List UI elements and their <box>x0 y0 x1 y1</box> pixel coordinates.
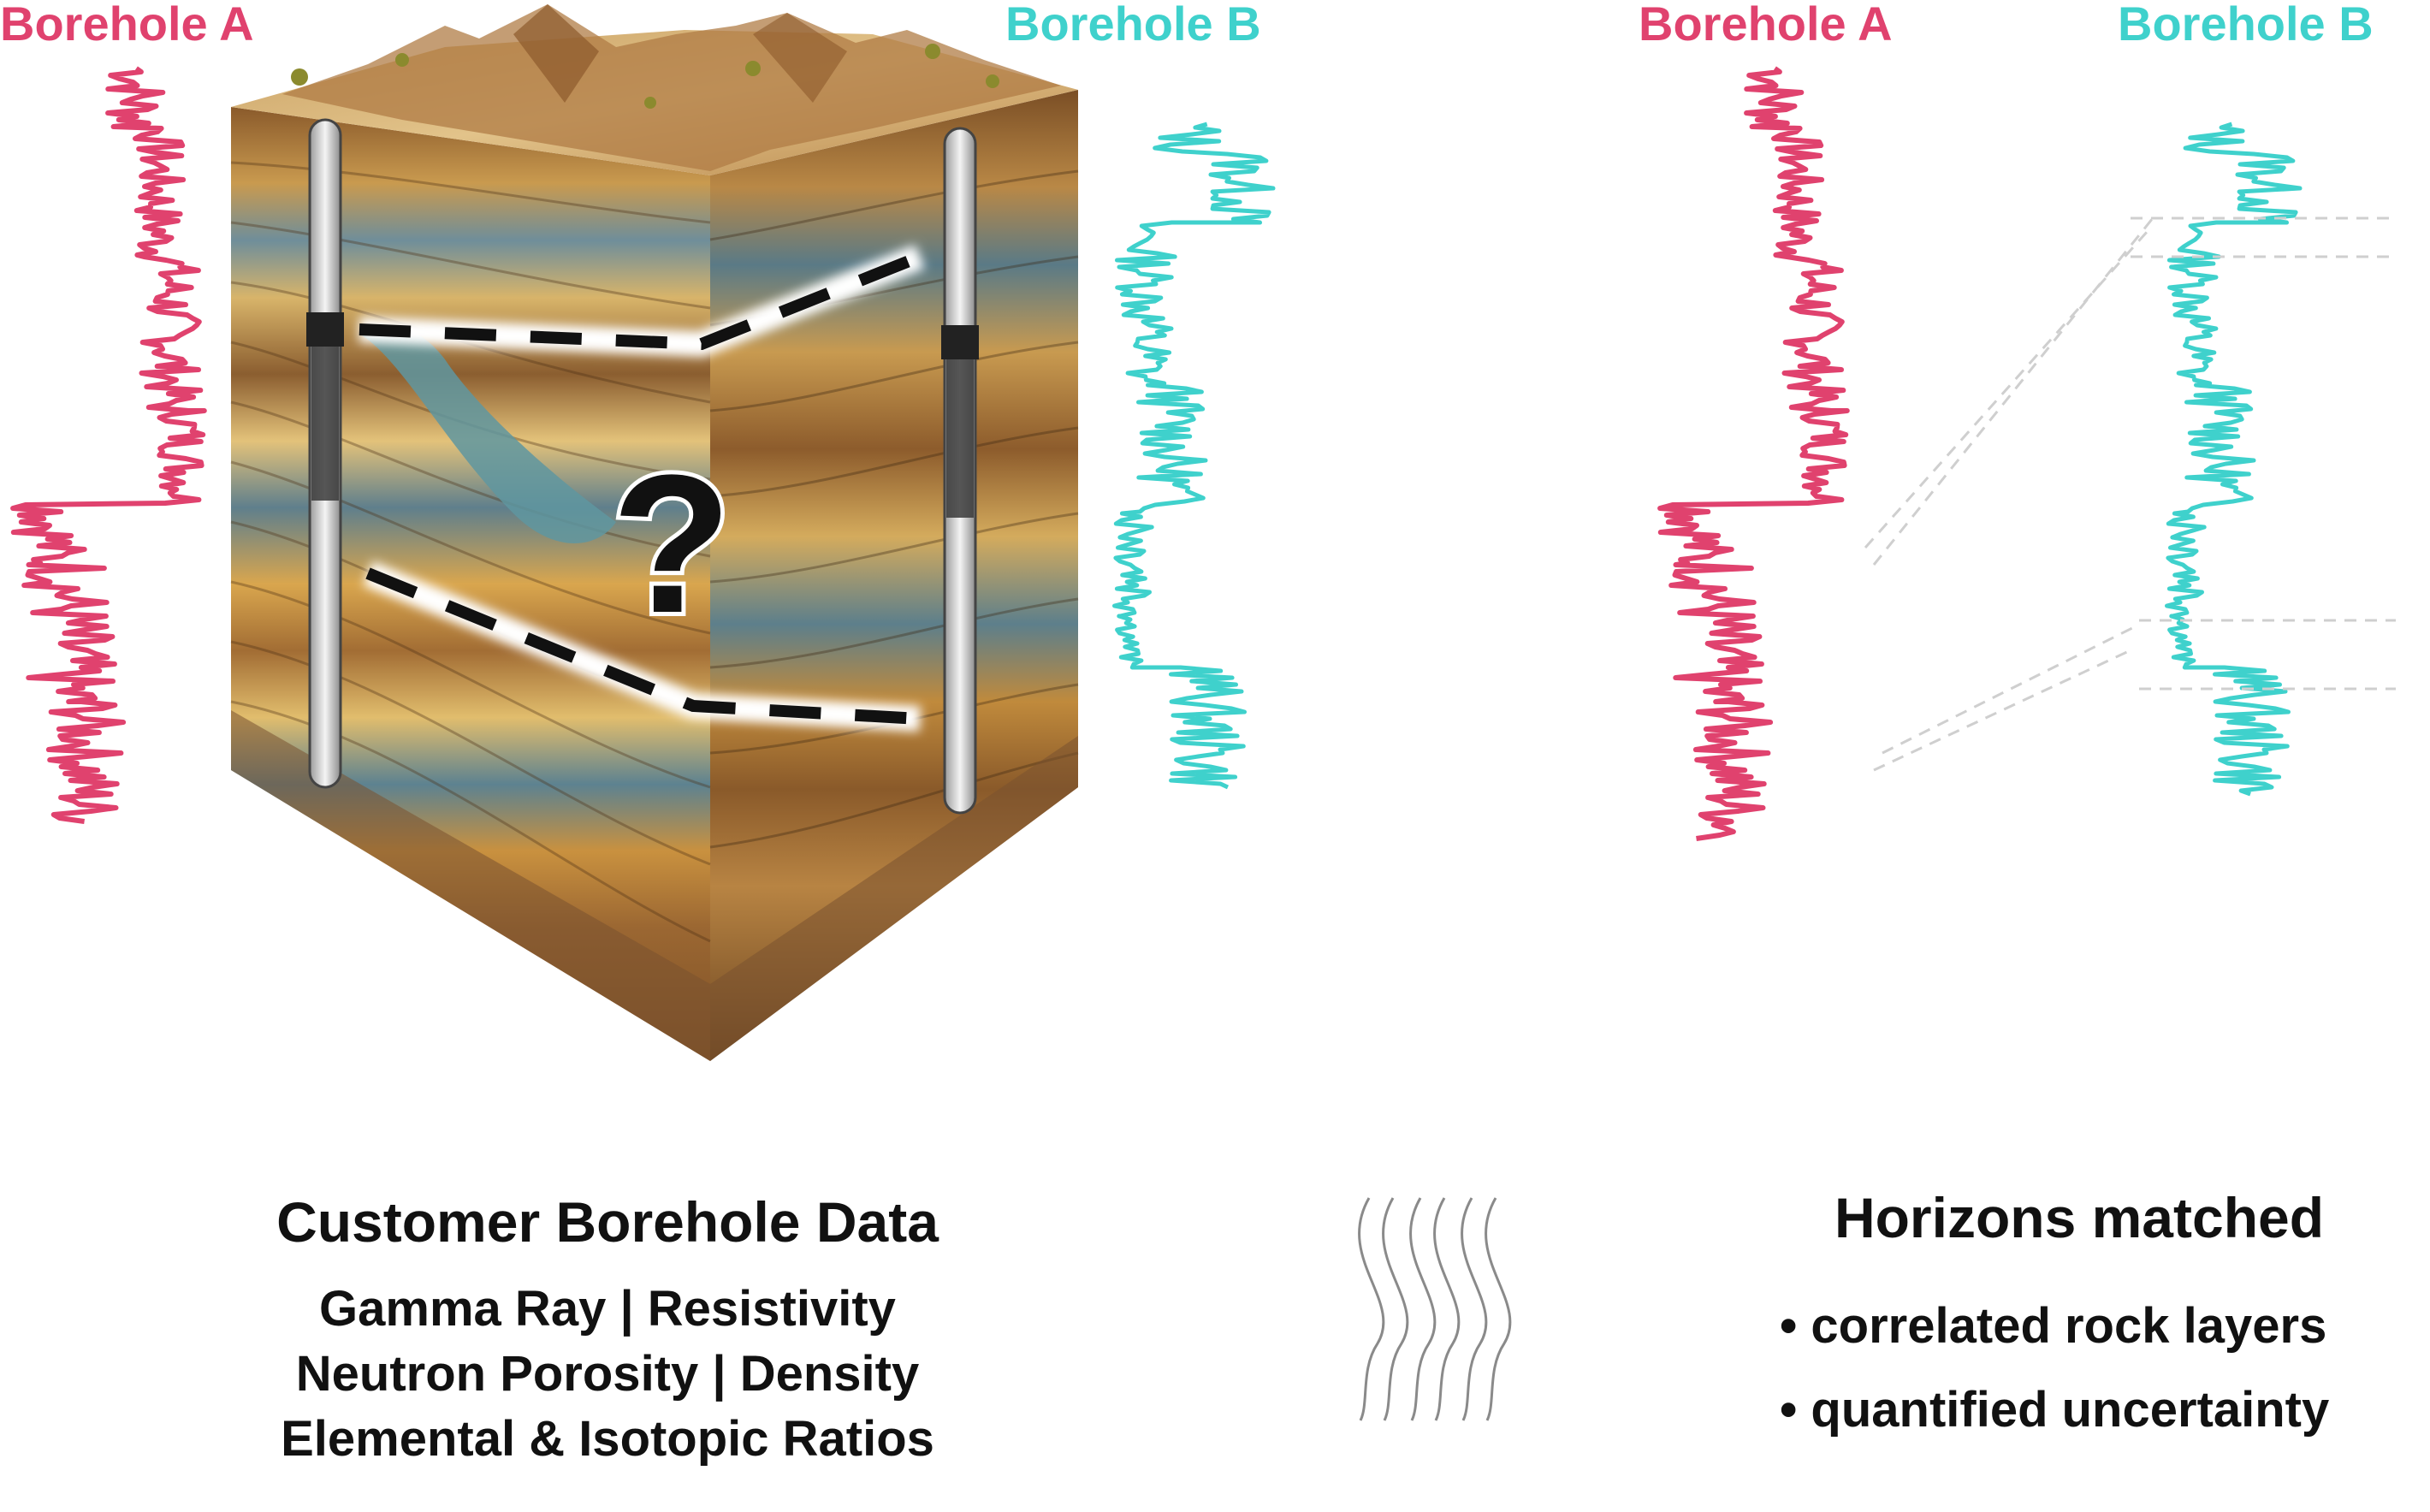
question-mark: ? <box>612 434 732 654</box>
right-borehole-b-label: Borehole B <box>2118 0 2374 50</box>
horizon-upper <box>359 245 925 358</box>
blue-lens <box>359 325 616 543</box>
customer-caption-title: Customer Borehole Data <box>276 1190 939 1254</box>
result-bullet: • correlated rock layers <box>1780 1298 2327 1354</box>
customer-caption-line: Neutron Porosity | Density <box>295 1346 920 1402</box>
geology-block <box>230 4 1079 1061</box>
correlation-lines <box>1864 213 2396 772</box>
left-borehole-a-label: Borehole A <box>0 0 254 50</box>
mountain-peaks <box>282 4 1061 171</box>
right-borehole-a-log <box>1657 66 1850 841</box>
left-borehole-a-log <box>10 66 207 824</box>
right-borehole-b-log <box>2165 122 2303 797</box>
right-borehole-a-label: Borehole A <box>1639 0 1893 50</box>
horizon-lower <box>363 561 921 732</box>
borehole-a-pipe <box>306 118 344 789</box>
customer-caption-line: Gamma Ray | Resistivity <box>319 1281 896 1337</box>
borehole-b-pipe <box>941 127 979 815</box>
result-bullet: • quantified uncertainty <box>1780 1382 2330 1438</box>
result-caption: Horizons matched • correlated rock layer… <box>1780 1185 2379 1452</box>
customer-caption: Customer Borehole Data Gamma Ray | Resis… <box>222 1189 993 1472</box>
left-borehole-b-log <box>1112 122 1276 790</box>
result-caption-title: Horizons matched <box>1834 1186 2325 1249</box>
left-borehole-b-label: Borehole B <box>1005 0 1261 50</box>
transition-wave-icon <box>1358 1197 1512 1421</box>
customer-caption-line: Elemental & Isotopic Ratios <box>281 1411 934 1467</box>
